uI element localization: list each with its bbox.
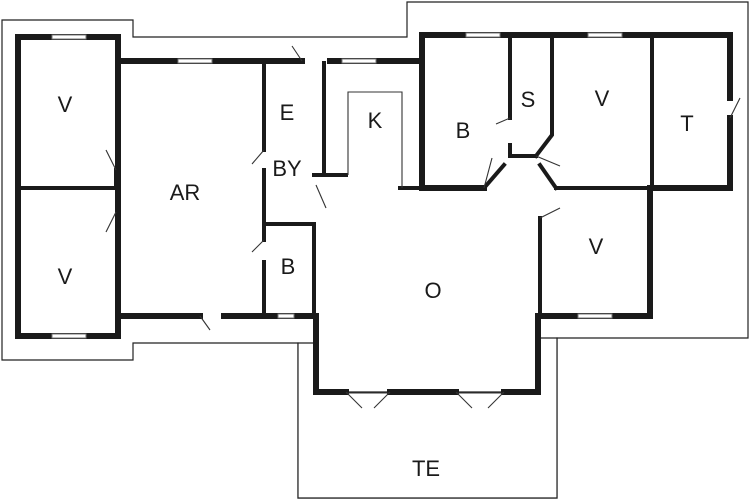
room-label-b-east: B: [456, 118, 471, 143]
room-label-e: E: [280, 100, 295, 125]
room-label-v-northeast: V: [595, 86, 610, 111]
room-label-v-southeast: V: [589, 234, 604, 259]
room-label-v-northwest: V: [58, 92, 73, 117]
room-label-k: K: [368, 108, 383, 133]
room-label-s: S: [521, 87, 536, 112]
room-label-te: TE: [412, 456, 440, 481]
doors: [105, 45, 741, 409]
interior-walls: [18, 35, 654, 318]
windows: [51, 32, 623, 339]
kitchen-counter: [347, 91, 403, 188]
room-label-b-west: B: [281, 254, 296, 279]
room-label-t: T: [680, 111, 693, 136]
room-label-o: O: [424, 278, 441, 303]
room-label-by: BY: [272, 156, 302, 181]
room-label-v-southwest: V: [58, 264, 73, 289]
room-label-ar: AR: [170, 180, 201, 205]
